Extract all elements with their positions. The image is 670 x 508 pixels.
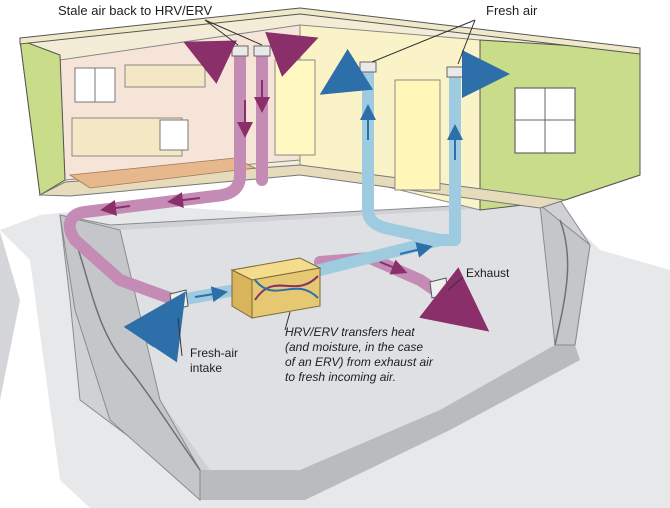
hrv-caption-line-2: (and moisture, in the case <box>285 340 435 355</box>
exhaust-label: Exhaust <box>466 266 509 281</box>
hrv-caption-line-1: HRV/ERV transfers heat <box>285 325 435 340</box>
fresh-air-intake-label: Fresh-air intake <box>190 346 238 376</box>
hrv-caption-line-4: to fresh incoming air. <box>285 370 435 385</box>
hrv-caption-line-3: of an ERV) from exhaust air <box>285 355 435 370</box>
fresh-air-label: Fresh air <box>486 3 537 18</box>
intake-line-2: intake <box>190 361 238 376</box>
hrv-erv-caption: HRV/ERV transfers heat (and moisture, in… <box>285 325 435 385</box>
intake-line-1: Fresh-air <box>190 346 238 361</box>
stale-air-label: Stale air back to HRV/ERV <box>58 3 212 18</box>
